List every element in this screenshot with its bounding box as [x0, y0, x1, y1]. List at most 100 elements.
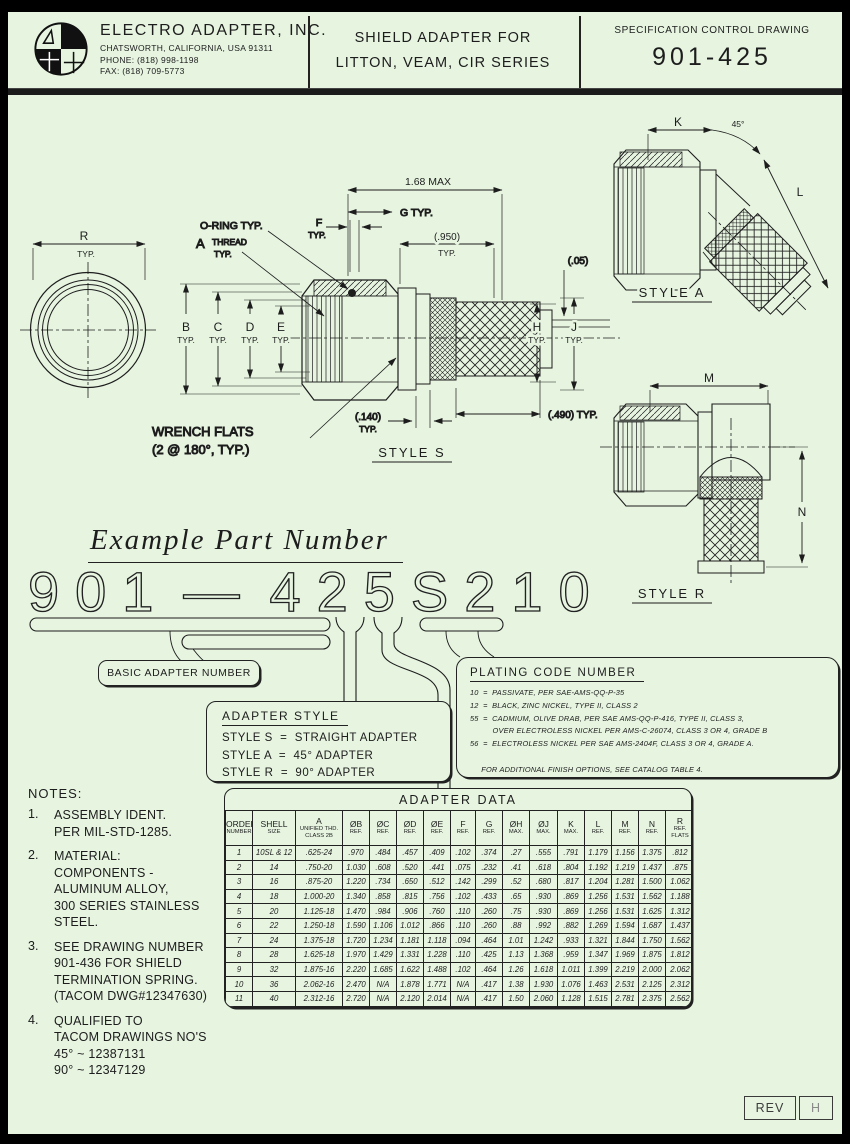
table-cell: 1.256	[584, 888, 612, 905]
table-cell: .869	[557, 903, 585, 919]
company-name: ELECTRO ADAPTER, INC.	[100, 22, 328, 39]
table-cell: .750-20	[295, 859, 343, 876]
revision-block: REV H	[744, 1096, 833, 1120]
dim-140-typ: TYP.	[359, 424, 377, 434]
table-cell: .41	[502, 859, 530, 876]
table-cell: .88	[502, 917, 530, 934]
table-cell: 1.531	[611, 903, 639, 919]
table-cell: 1.220	[342, 874, 370, 890]
note-item: 3.SEE DRAWING NUMBER 901-436 FOR SHIELD …	[28, 939, 228, 1005]
drawing-number-block: SPECIFICATION CONTROL DRAWING 901-425	[584, 25, 840, 72]
table-cell: 1.331	[396, 947, 424, 963]
table-cell: 1.188	[665, 888, 691, 905]
table-cell: 11	[225, 990, 253, 1007]
rev-label: REV	[744, 1096, 796, 1120]
part-number-suffix: 425S210	[269, 560, 606, 623]
table-cell: 1.26	[502, 961, 530, 978]
table-cell: 1.844	[611, 932, 639, 949]
table-cell: 2.062	[665, 961, 691, 978]
table-cell: .094	[450, 932, 476, 949]
end-view: R TYP.	[20, 227, 156, 398]
header-separator	[8, 88, 842, 95]
dim-n: N	[798, 505, 807, 519]
table-cell: .417	[475, 976, 503, 992]
notes-list: 1.ASSEMBLY IDENT. PER MIL-STD-1285.2.MAT…	[28, 807, 228, 1079]
table-cell: 16	[252, 874, 296, 890]
table-cell: .858	[369, 888, 397, 905]
table-cell: .464	[475, 932, 503, 949]
dim-j: J	[571, 320, 577, 334]
table-cell: .110	[450, 903, 476, 919]
table-cell: 3	[225, 874, 253, 890]
dim-label-typ: TYP.	[77, 249, 95, 259]
drawing-number: 901-425	[652, 43, 772, 71]
dim-c-typ: TYP.	[209, 335, 227, 345]
table-cell: 1.515	[584, 990, 612, 1007]
notes-title: NOTES:	[28, 786, 83, 801]
table-cell: .930	[529, 888, 558, 905]
style-r-view: M N STYLE R	[600, 369, 809, 604]
table-cell: .680	[529, 874, 558, 890]
company-phone: PHONE: (818) 998-1198	[100, 54, 199, 65]
table-cell: .875	[665, 859, 691, 876]
table-cell: 7	[225, 932, 253, 949]
dim-d: D	[246, 320, 255, 334]
rev-value: H	[799, 1096, 833, 1120]
table-cell: .804	[557, 859, 585, 876]
table-cell: 1.01	[502, 932, 530, 949]
table-cell: .869	[557, 888, 585, 905]
plating-code-list: 10 = PASSIVATE, PER SAE-AMS-QQ-P-35 12 =…	[470, 688, 768, 774]
note-number: 1.	[28, 807, 39, 821]
table-cell: .906	[396, 903, 424, 919]
table-cell: 1.437	[665, 917, 691, 934]
table-cell: .555	[529, 845, 558, 861]
table-cell: .618	[529, 859, 558, 876]
note-item: 2.MATERIAL: COMPONENTS - ALUMINUM ALLOY,…	[28, 848, 228, 931]
table-cell: .625-24	[295, 845, 343, 861]
o-ring-dot	[348, 289, 356, 297]
product-title-line2: LITTON, VEAM, CIR SERIES	[335, 55, 551, 71]
dim-m: M	[704, 371, 714, 385]
table-cell: 1.531	[611, 888, 639, 905]
table-cell: .815	[396, 888, 424, 905]
company-logo	[32, 20, 90, 83]
table-cell: .27	[502, 845, 530, 861]
plating-code-box: PLATING CODE NUMBER 10 = PASSIVATE, PER …	[456, 657, 839, 778]
dim-168-max: 1.68 MAX	[405, 176, 451, 188]
table-cell: 2.120	[396, 990, 424, 1007]
table-cell: .457	[396, 845, 424, 861]
table-cell: 1.192	[584, 859, 612, 876]
table-cell: .520	[396, 859, 424, 876]
style-s-view: 1.68 MAX G TYP. F TYP. (.950) TYP. (.05)	[152, 174, 620, 463]
table-cell: .260	[475, 917, 503, 934]
notes-section: NOTES: 1.ASSEMBLY IDENT. PER MIL-STD-128…	[28, 786, 228, 1087]
table-cell: 1.969	[611, 947, 639, 963]
table-cell: .110	[450, 947, 476, 963]
company-block: ELECTRO ADAPTER, INC. CHATSWORTH, CALIFO…	[100, 22, 327, 78]
table-cell: .992	[529, 917, 558, 934]
table-cell: 1.429	[369, 947, 397, 963]
dim-05: (.05)	[568, 256, 589, 267]
table-cell: 1.269	[584, 917, 612, 934]
table-cell: .882	[557, 917, 585, 934]
table-cell: 1.179	[584, 845, 612, 861]
dim-140: (.140)	[355, 412, 381, 423]
table-cell: .299	[475, 874, 503, 890]
dim-490: (.490) TYP.	[548, 410, 598, 421]
example-part-number-title: Example Part Number	[88, 524, 403, 563]
table-cell: 1.347	[584, 947, 612, 963]
table-cell: 1.106	[369, 917, 397, 934]
note-item: 4.QUALIFIED TO TACOM DRAWINGS NO'S 45° ~…	[28, 1013, 228, 1079]
note-number: 3.	[28, 938, 39, 953]
table-cell: 1.128	[557, 990, 585, 1007]
dim-k: K	[674, 115, 682, 129]
table-cell: 1.930	[529, 976, 558, 992]
table-cell: .875-20	[295, 874, 343, 890]
